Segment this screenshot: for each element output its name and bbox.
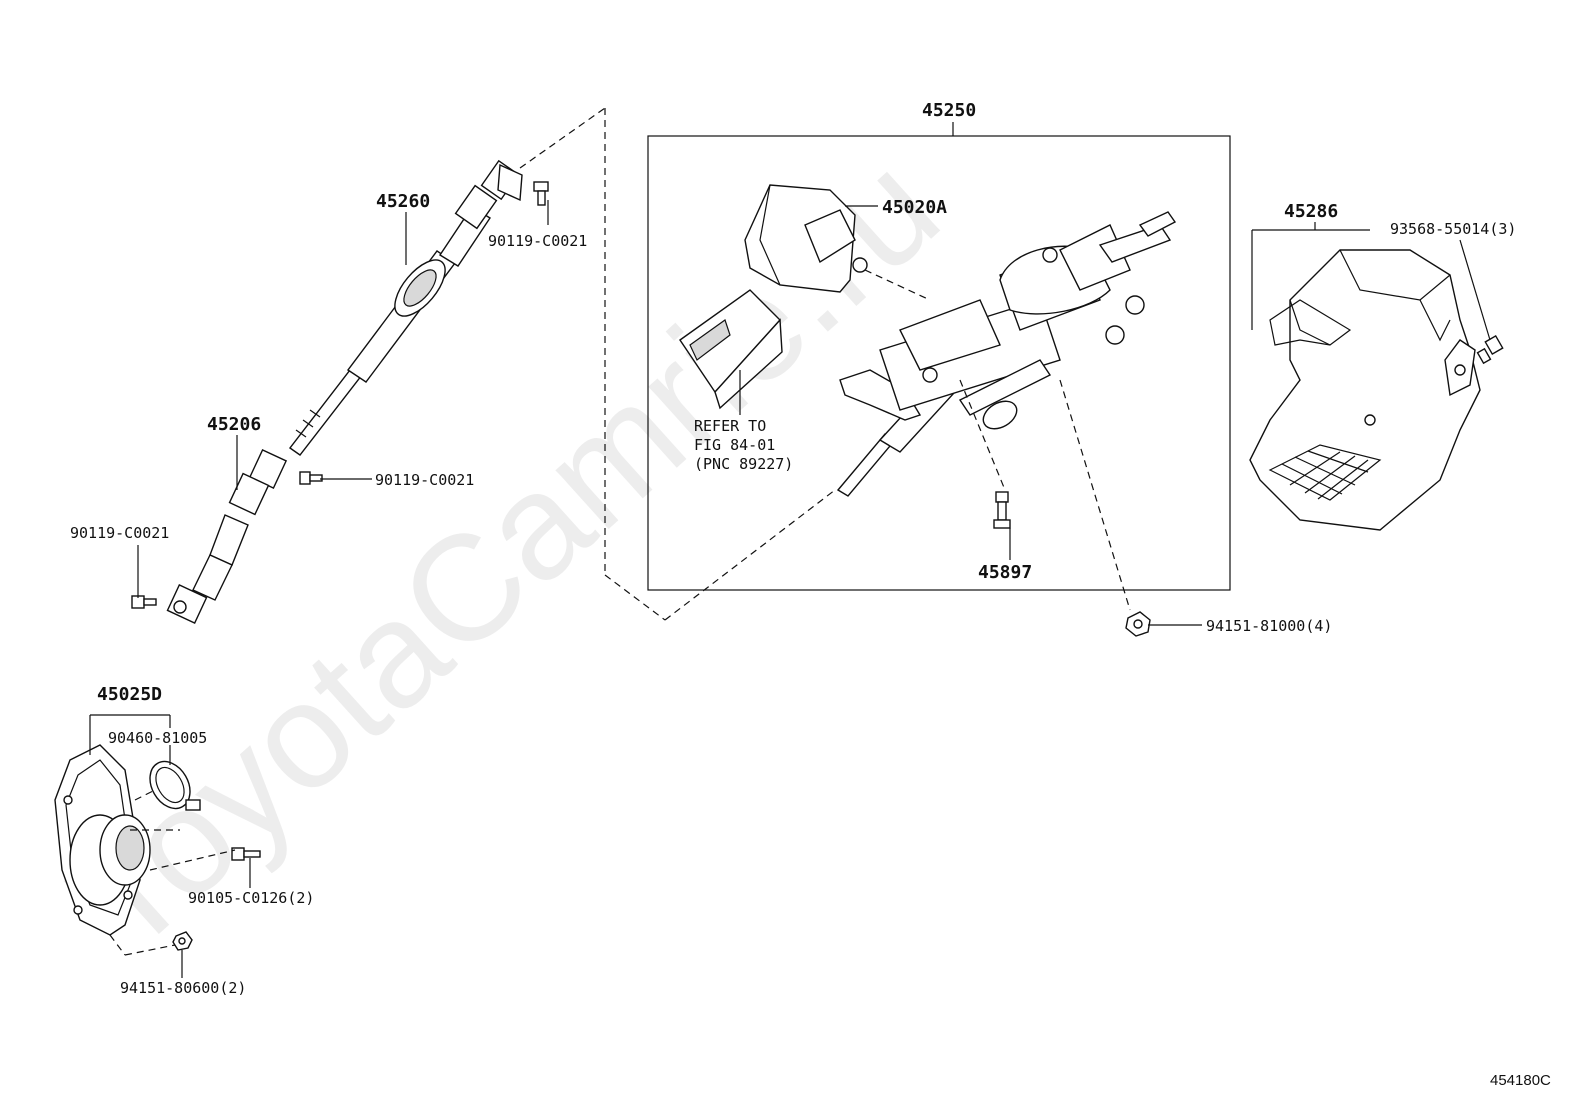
- steering-column-body[interactable]: [836, 211, 1177, 611]
- steering-lock-45020A[interactable]: [744, 184, 931, 301]
- label-45897: 45897: [978, 562, 1032, 583]
- connection-dashed-lines: [519, 107, 836, 621]
- label-90119-top: 90119-C0021: [488, 232, 587, 250]
- label-90119-left: 90119-C0021: [70, 524, 169, 542]
- label-45020A: 45020A: [882, 197, 947, 218]
- hole-cover-leaders: [89, 714, 236, 956]
- label-90460: 90460-81005: [108, 729, 207, 747]
- nut-icon[interactable]: [1125, 611, 1151, 637]
- label-90105: 90105-C0126(2): [188, 889, 314, 907]
- label-45206: 45206: [207, 414, 261, 435]
- label-45025D: 45025D: [97, 684, 162, 705]
- label-94151-80600: 94151-80600(2): [120, 979, 246, 997]
- nut-icon[interactable]: [172, 931, 193, 951]
- bolt-45897[interactable]: [993, 491, 1011, 529]
- lower-shaft-45206[interactable]: [166, 448, 288, 624]
- figure-id: 454180C: [1490, 1072, 1551, 1089]
- label-45286: 45286: [1284, 201, 1338, 222]
- refer-note-line2: FIG 84-01: [694, 436, 775, 454]
- bolt-icon[interactable]: [533, 181, 549, 206]
- bolt-icon[interactable]: [131, 595, 157, 609]
- label-94151-81000: 94151-81000(4): [1206, 617, 1332, 635]
- refer-note-line1: REFER TO: [694, 417, 766, 435]
- clamp-90460[interactable]: [142, 754, 201, 815]
- label-45260: 45260: [376, 191, 430, 212]
- assembly-box-45250: [647, 135, 1231, 591]
- label-45250: 45250: [922, 100, 976, 121]
- bolt-icon[interactable]: [231, 847, 261, 861]
- screw-icon[interactable]: [1476, 334, 1504, 365]
- refer-note-line3: (PNC 89227): [694, 455, 793, 473]
- bolt-icon[interactable]: [299, 471, 323, 485]
- cover-grid: [1268, 444, 1382, 501]
- label-90119-mid: 90119-C0021: [375, 471, 474, 489]
- label-93568: 93568-55014(3): [1390, 220, 1516, 238]
- ecu-module[interactable]: [679, 289, 783, 410]
- leader-lines: [137, 200, 1491, 978]
- intermediate-shaft-45260[interactable]: [288, 159, 523, 456]
- hole-cover-45025D[interactable]: [54, 744, 151, 936]
- column-cover-45286[interactable]: [1249, 249, 1481, 531]
